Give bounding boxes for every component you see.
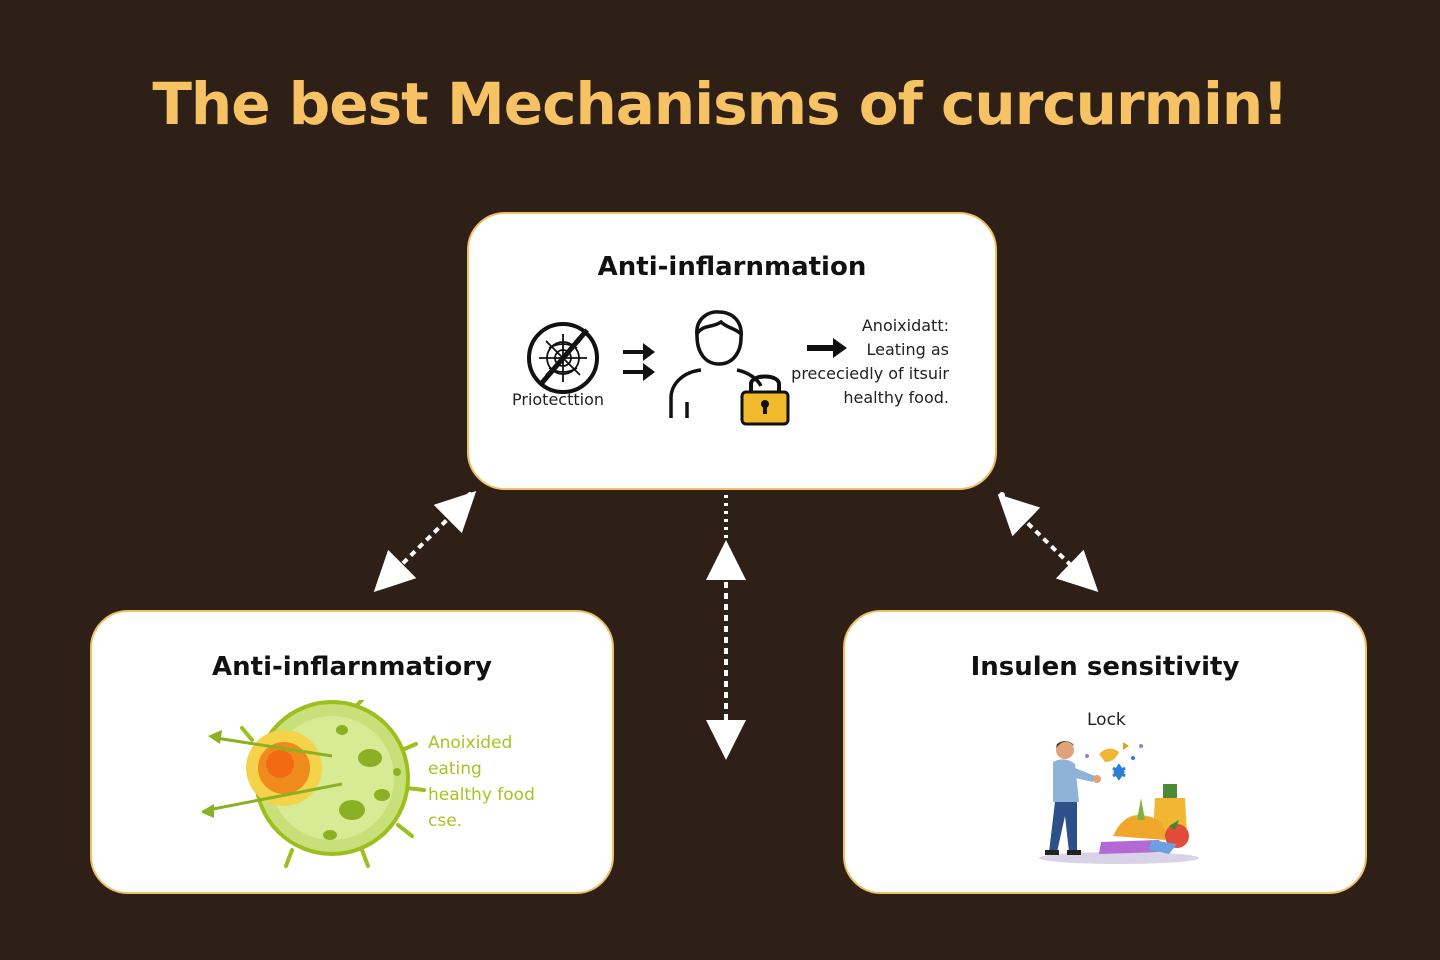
text-line: Leating as bbox=[866, 340, 949, 359]
text-line: prececiedly of itsuir bbox=[791, 364, 949, 383]
card-anti-inflammation: Anti-inflarnmation Priotecttion bbox=[467, 212, 997, 490]
arrow-top-to-right bbox=[997, 494, 1099, 592]
left-card-text: Anoixided eating healthy food cse. bbox=[428, 730, 535, 834]
text-line: healthy food. bbox=[843, 388, 949, 407]
cell-icon bbox=[202, 700, 426, 868]
double-arrow-icon bbox=[623, 343, 655, 381]
person-icon bbox=[669, 310, 763, 418]
page-title: The best Mechanisms of curcurmin! bbox=[152, 70, 1288, 138]
virus-blocked-icon bbox=[527, 322, 599, 394]
text-line: cse. bbox=[428, 811, 463, 831]
lock-label: Lock bbox=[1087, 710, 1126, 730]
text-line: healthy food bbox=[428, 785, 535, 805]
card-title: Anti-inflarnmatiory bbox=[212, 652, 492, 682]
person-with-food-icon bbox=[1039, 741, 1199, 864]
text-line: Anoixided bbox=[428, 733, 513, 753]
protection-label: Priotecttion bbox=[512, 390, 605, 409]
card-insulin-sensitivity: Insulen sensitivity Lock bbox=[843, 610, 1367, 894]
card-title: Insulen sensitivity bbox=[970, 652, 1240, 682]
text-line: eating bbox=[428, 759, 482, 779]
card-anti-inflammatory: Anti-inflarnmatiory bbox=[90, 610, 614, 894]
card-title: Anti-inflarnmation bbox=[597, 252, 867, 282]
arrow-top-to-left bbox=[373, 490, 477, 593]
padlock-icon bbox=[740, 374, 790, 426]
arrow-right-icon bbox=[807, 338, 847, 358]
text-line: Anoixidatt: bbox=[861, 316, 949, 335]
top-card-text: Anoixidatt: Leating as prececiedly of it… bbox=[791, 314, 949, 410]
